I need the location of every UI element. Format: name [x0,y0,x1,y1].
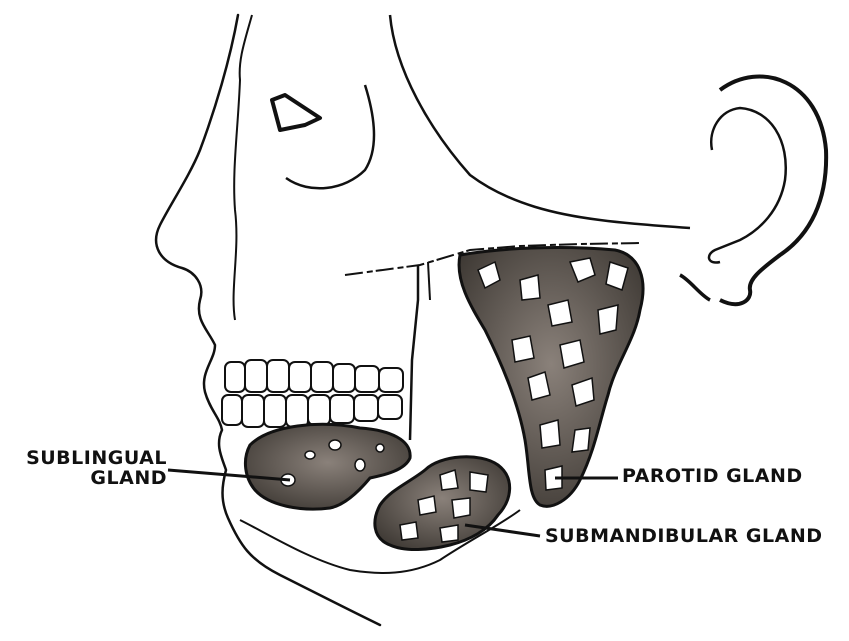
mandible-ramus [410,265,418,440]
eye-socket-icon [272,95,320,130]
submandibular-label: SUBMANDIBULAR GLAND [545,526,823,546]
orbit-arc [286,85,374,188]
mandible-ramus-inner [428,262,430,300]
sublingual-label-line1: SUBLINGUAL [12,448,167,468]
sublingual-label: SUBLINGUAL GLAND [12,448,167,488]
ear-inner [709,108,786,263]
face-profile-outline [156,15,380,625]
sublingual-label-line2: GLAND [12,468,167,488]
parotid-label: PAROTID GLAND [622,466,803,486]
cheek-line [234,15,252,320]
ear-lobe-line [680,275,710,300]
ear-outline [720,77,826,305]
temple-contour [390,15,690,228]
teeth [222,360,403,427]
